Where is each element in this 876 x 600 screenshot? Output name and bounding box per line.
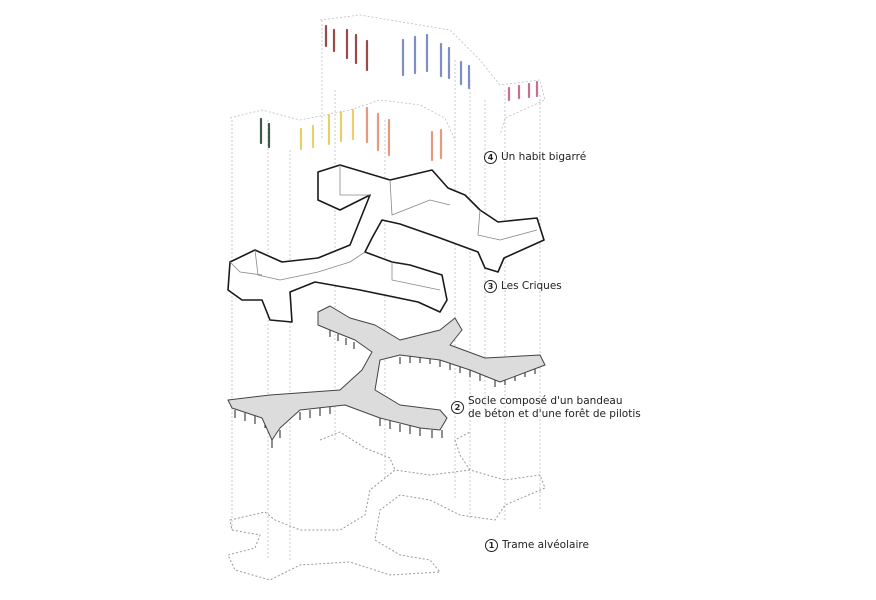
bars-pink [507,80,539,102]
layer-title-line-2: de béton et d'une forêt de pilotis [468,408,641,420]
layer-title: Un habit bigarré [501,151,587,163]
facade-color-bars [259,24,539,162]
layer-title-line-1: Socle composé d'un bandeau [468,395,623,407]
layer-1-label: 1 Trame alvéolaire [485,539,589,552]
layer-title: Les Criques [501,280,562,292]
bars-orange [365,106,443,162]
bars-dark-green [259,117,271,149]
bars-blue [401,33,471,90]
layer-title: Trame alvéolaire [502,539,589,551]
layer-2-label: 2 Socle composé d'un bandeau de béton et… [451,395,641,421]
guide-lines [229,14,546,560]
building-volume [227,164,545,323]
layer-number-badge: 3 [484,280,497,293]
layer-number-badge: 4 [484,151,497,164]
bars-yellow [299,108,355,151]
layer-number-badge: 2 [451,401,464,414]
bars-dark-red [324,24,369,72]
layer-3-label: 3 Les Criques [484,280,562,293]
honeycomb-grid [227,431,546,581]
concrete-slab [227,305,546,448]
layer-4-label: 4 Un habit bigarré [484,151,586,164]
layer-number-badge: 1 [485,539,498,552]
